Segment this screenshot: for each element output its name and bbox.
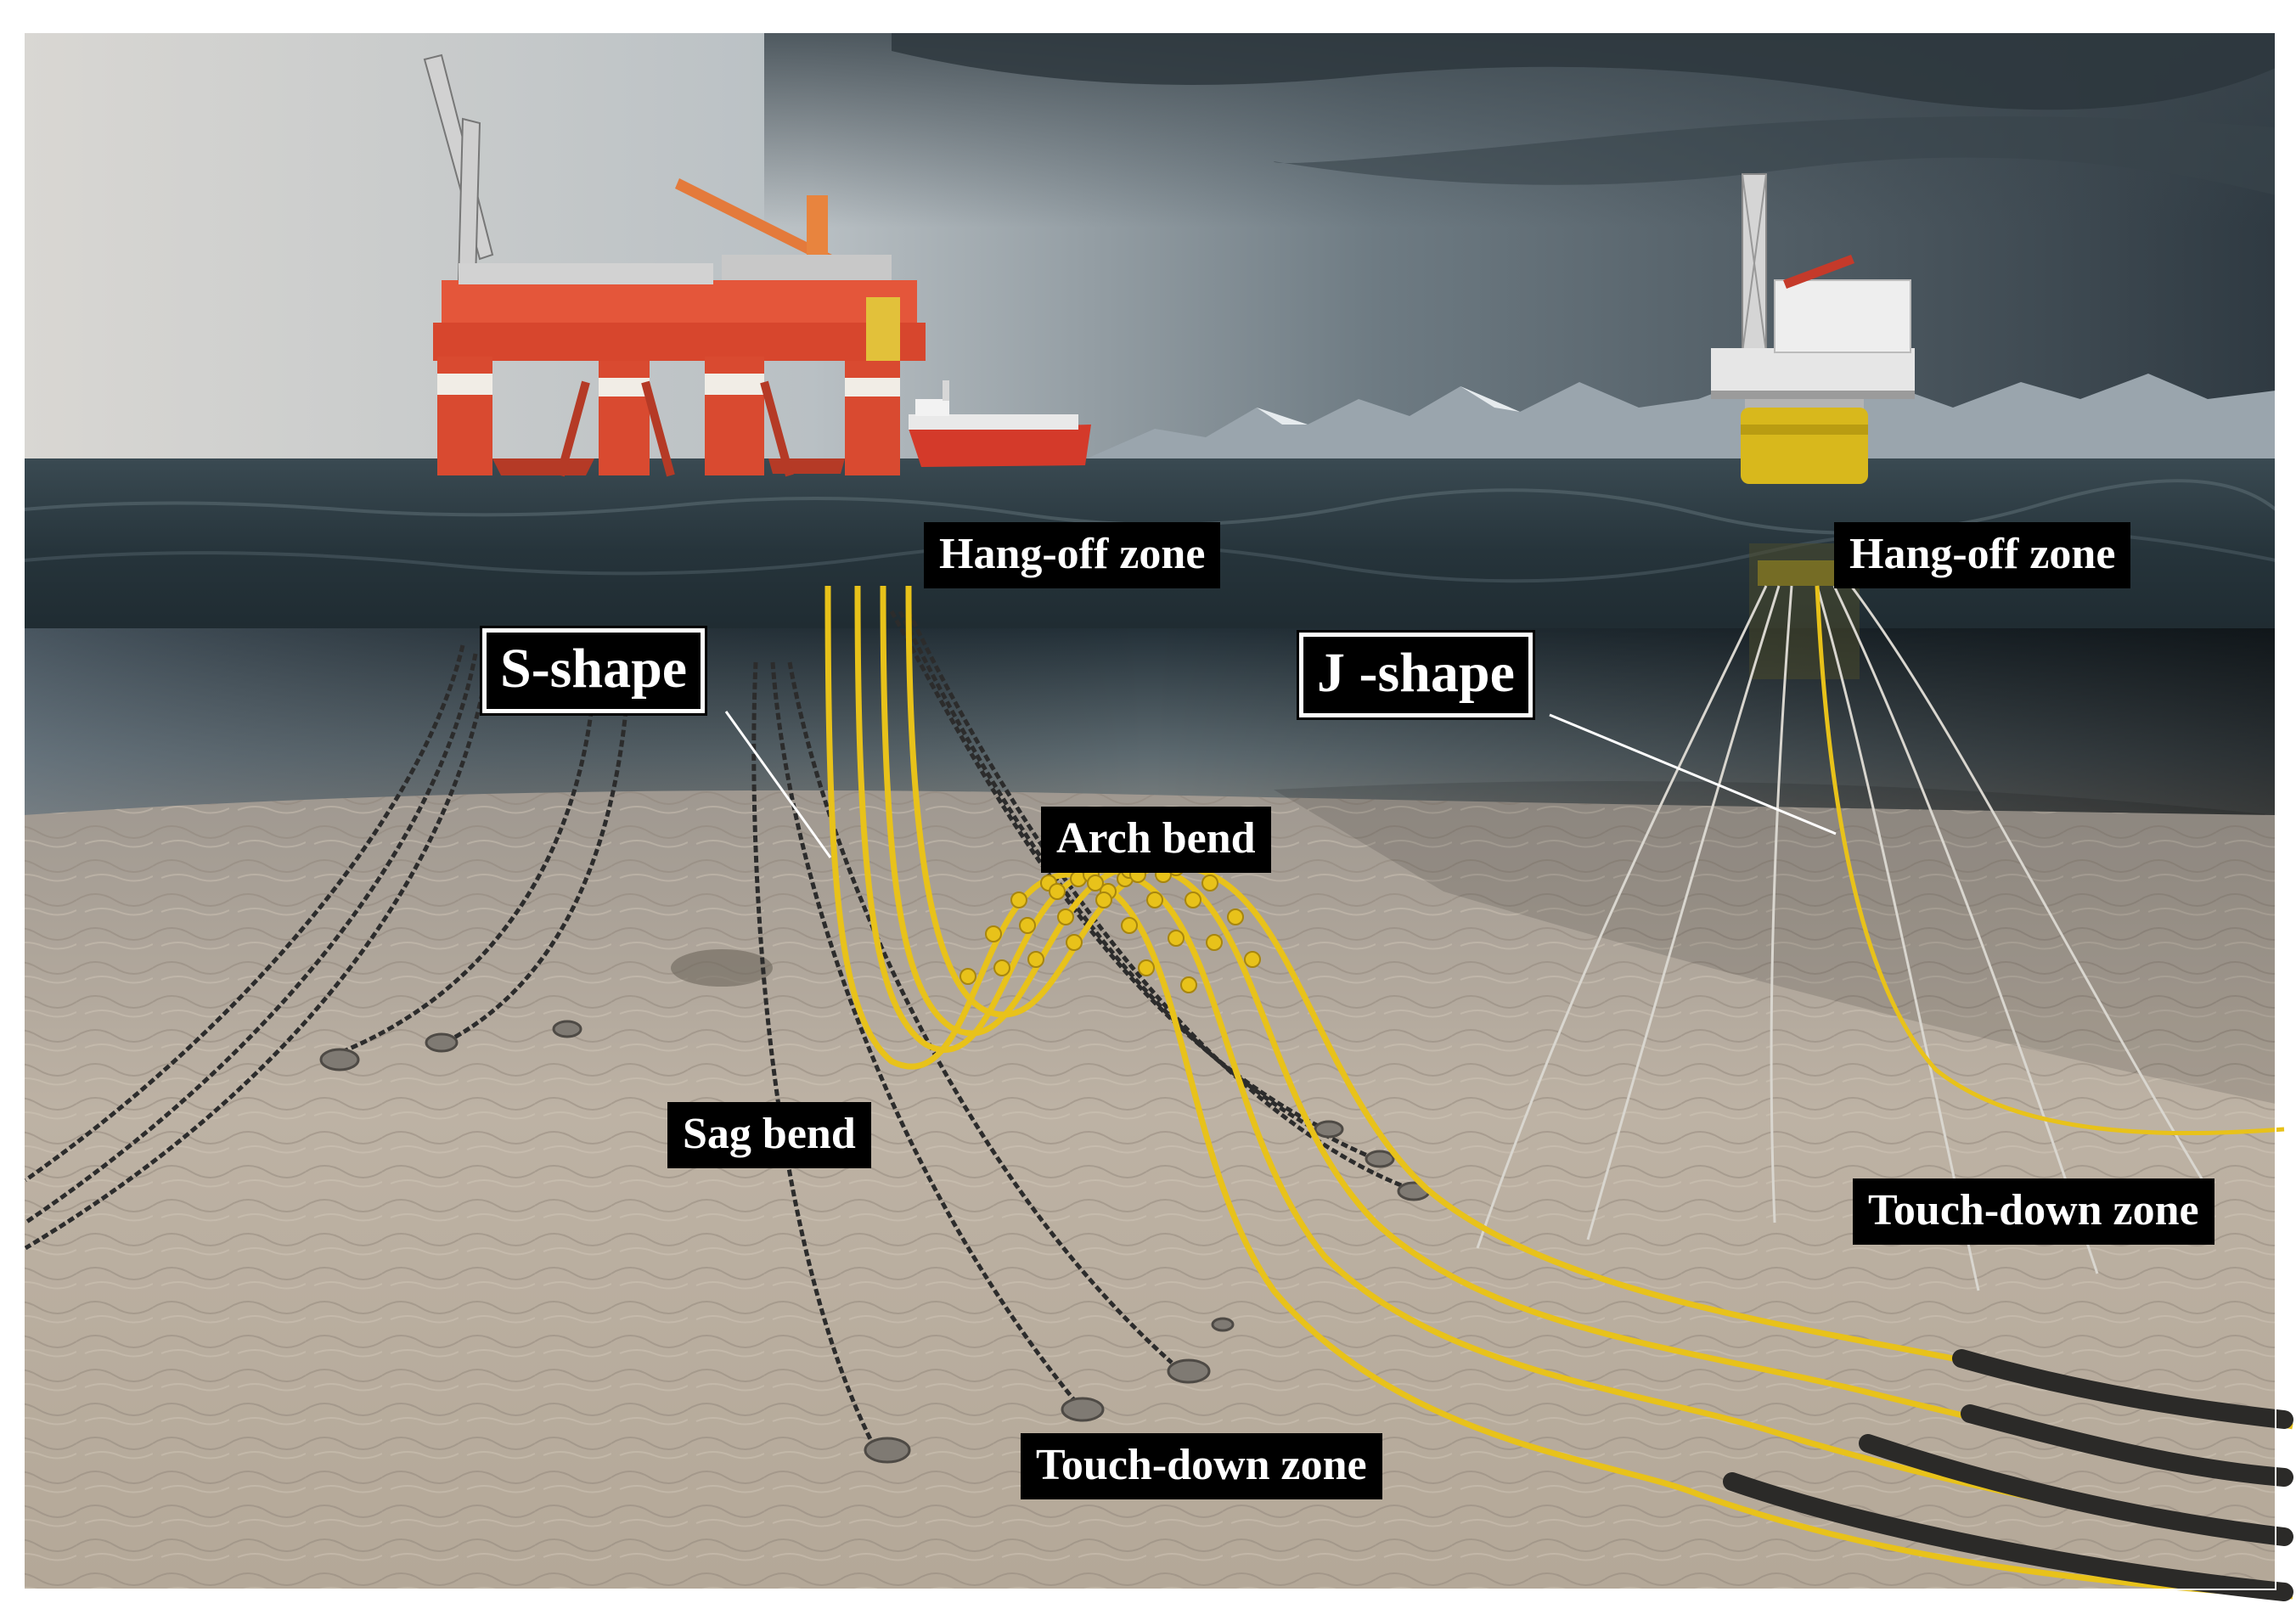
touch-down-zone-label-bottom: Touch-down zone	[1021, 1433, 1382, 1499]
arch-bend-label: Arch bend	[1041, 807, 1271, 873]
j-shape-label: J -shape	[1297, 630, 1535, 720]
hang-off-zone-label-right: Hang-off zone	[1834, 522, 2131, 588]
cloud-band	[892, 32, 2276, 110]
tendons	[1476, 585, 2209, 1291]
mountains	[1087, 374, 2276, 465]
flowline-protection	[1723, 1349, 2293, 1601]
shuttle-tanker	[909, 380, 1091, 467]
s-shape-label: S-shape	[479, 626, 708, 716]
sag-bend-label: Sag bend	[667, 1102, 871, 1168]
hang-off-zone-label-left: Hang-off zone	[924, 522, 1221, 588]
touch-down-zone-label-right: Touch-down zone	[1853, 1178, 2214, 1245]
cloud-band-lower	[1274, 116, 2276, 195]
j-shape-riser	[1815, 585, 2285, 1135]
semi-submersible-platform	[423, 53, 926, 477]
s-shape-leader	[724, 711, 832, 858]
j-shape-leader	[1549, 713, 1837, 835]
